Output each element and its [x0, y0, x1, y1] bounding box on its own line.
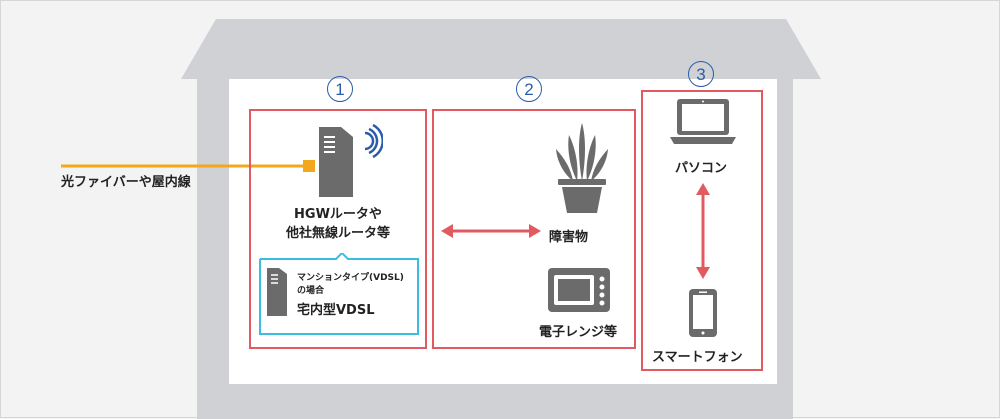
double-arrow-vertical-icon	[696, 183, 710, 279]
fiber-cable	[61, 160, 315, 172]
vdsl-note-line1: マンションタイプ(VDSL)	[297, 273, 404, 283]
section-number-1: 1	[327, 76, 353, 102]
obstacle-label: 障害物	[549, 230, 589, 245]
section-number-2: 2	[516, 76, 542, 102]
smartphone-label: スマートフォン	[652, 350, 743, 365]
section-1-box	[249, 109, 427, 349]
vdsl-main-label: 宅内型VDSL	[297, 303, 375, 318]
vdsl-box	[259, 253, 419, 335]
fiber-label: 光ファイバーや屋内線	[61, 175, 191, 190]
section-3-box	[641, 90, 763, 371]
double-arrow-horizontal-icon	[441, 224, 541, 238]
router-label-line2: 他社無線ルータ等	[285, 226, 390, 241]
router-label-line1: HGWルータや	[294, 207, 382, 222]
wifi-icon	[364, 131, 375, 151]
section-number-3: 3	[688, 61, 714, 87]
house-roof	[181, 19, 821, 79]
pc-label: パソコン	[675, 161, 728, 176]
vdsl-device-icon	[267, 268, 287, 316]
router-icon	[319, 123, 383, 197]
vdsl-note: マンションタイプ(VDSL) の場合	[297, 272, 404, 298]
router-label: HGWルータや 他社無線ルータ等	[249, 205, 427, 243]
vdsl-note-line2: の場合	[297, 286, 325, 296]
microwave-icon	[548, 268, 610, 312]
laptop-icon	[670, 99, 736, 144]
microwave-label: 電子レンジ等	[539, 325, 618, 340]
section-2-box	[432, 109, 636, 349]
fiber-connector-icon	[303, 160, 315, 172]
plant-icon	[556, 123, 608, 213]
smartphone-icon	[689, 289, 717, 337]
